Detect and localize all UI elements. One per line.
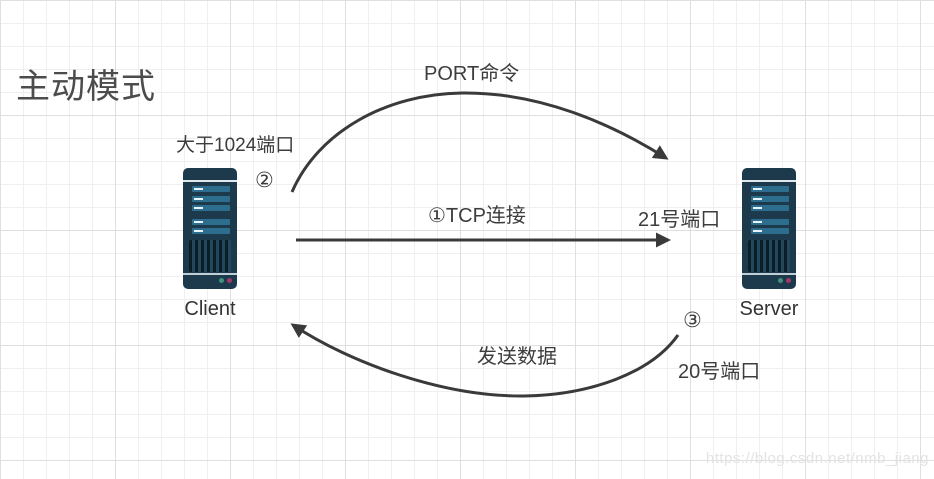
tower-top-separator [183, 180, 237, 182]
client-caption: Client [184, 298, 236, 320]
server-caption: Server [739, 298, 799, 320]
port-command-label: PORT命令 [424, 63, 520, 85]
status-led-icon [786, 278, 791, 283]
step-3-badge: ③ [683, 309, 702, 332]
server-server-icon [742, 168, 796, 289]
power-led-icon [219, 278, 224, 283]
drive-bay [192, 228, 230, 234]
client-server-icon [183, 168, 237, 289]
drive-bay [192, 219, 230, 225]
page-title: 主动模式 [16, 68, 156, 106]
tower-base-separator [742, 273, 796, 275]
server-port-21-label: 21号端口 [638, 209, 721, 231]
tcp-connection-label: ①TCP连接 [428, 205, 526, 227]
vent-grille [748, 240, 790, 272]
vent-grille [189, 240, 231, 272]
port-command-arrow [290, 91, 669, 193]
drive-bay [192, 186, 230, 192]
client-port-label: 大于1024端口 [176, 135, 295, 156]
send-data-label: 发送数据 [477, 346, 557, 368]
drive-bay [192, 205, 230, 211]
power-led-icon [778, 278, 783, 283]
server-port-20-label: 20号端口 [678, 361, 761, 383]
status-led-icon [227, 278, 232, 283]
drive-bay [751, 228, 789, 234]
tower-base-separator [183, 273, 237, 275]
csdn-watermark: https://blog.csdn.net/nmb_jiang [705, 450, 929, 467]
step-2-badge: ② [255, 169, 274, 192]
send-data-arrow [290, 323, 680, 398]
drive-bay [751, 219, 789, 225]
drive-bay [751, 196, 789, 202]
tower-top-separator [742, 180, 796, 182]
drive-bay [751, 186, 789, 192]
drive-bay [751, 205, 789, 211]
drive-bay [192, 196, 230, 202]
